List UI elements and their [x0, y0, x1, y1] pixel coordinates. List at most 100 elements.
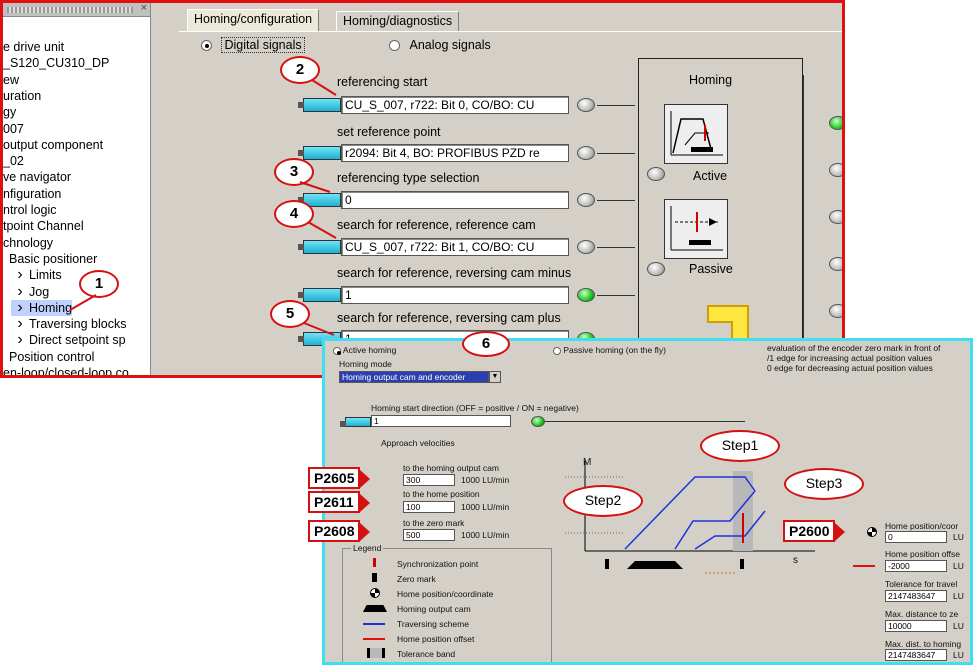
close-icon[interactable]: × — [140, 3, 147, 14]
tree-item[interactable]: 007 — [3, 121, 24, 137]
tree-item-label: _02 — [3, 154, 24, 169]
referencing-type-field[interactable]: 0 — [341, 191, 569, 209]
output-led-5 — [829, 304, 842, 318]
tree-item[interactable]: output component — [3, 137, 103, 153]
p2608-tag: P2608 — [308, 520, 372, 542]
tree-item[interactable]: en-loop/closed-loop co — [3, 365, 129, 376]
vel-output-cam-field[interactable]: 300 — [403, 474, 455, 486]
tab-homing-diagnostics[interactable]: Homing/diagnostics — [336, 11, 460, 31]
homing-motion-diagram — [565, 461, 815, 574]
active-homing-option[interactable]: Active homing — [333, 345, 396, 355]
chevron-right-icon[interactable]: › — [17, 282, 23, 300]
tree-item[interactable]: Position control — [9, 349, 94, 365]
legend-output-cam: Homing output cam — [397, 604, 471, 614]
step3-bubble: Step3 — [784, 468, 864, 500]
tree-item[interactable]: ew — [3, 72, 19, 88]
tree-item[interactable]: gy — [3, 104, 16, 120]
config-panel: Homing/configuration Homing/diagnostics … — [161, 3, 842, 375]
active-led — [647, 167, 665, 181]
tree-item-label: 007 — [3, 121, 24, 136]
vel-home-position-field[interactable]: 100 — [403, 501, 455, 513]
tree-item[interactable]: ›Limits — [11, 266, 61, 284]
callout-3: 3 — [274, 158, 314, 186]
axis-s-label: s — [793, 555, 798, 566]
tree-item-label: en-loop/closed-loop co — [3, 366, 129, 376]
analog-radio[interactable] — [389, 40, 400, 52]
referencing-start-label: referencing start — [337, 75, 428, 89]
chevron-right-icon[interactable]: › — [17, 266, 23, 284]
tab-homing-configuration[interactable]: Homing/configuration — [187, 9, 320, 32]
analog-signals-option[interactable]: Analog signals — [389, 38, 491, 52]
tree-item[interactable]: ›Traversing blocks — [11, 315, 126, 333]
set-reference-point-led — [577, 146, 595, 160]
tree-item[interactable]: Basic positioner — [9, 251, 97, 267]
legend-box: Legend Synchronization point Zero mark H… — [342, 543, 552, 662]
chevron-right-icon[interactable]: › — [17, 315, 23, 333]
tree-item-label: Position control — [9, 349, 95, 364]
tree-item[interactable]: › Homing — [11, 298, 73, 316]
step2-bubble: Step2 — [563, 485, 643, 517]
digital-radio[interactable] — [201, 40, 212, 52]
reference-cam-label: search for reference, reference cam — [337, 218, 536, 232]
chevron-right-icon[interactable]: › — [17, 331, 23, 349]
offset-icon — [363, 638, 385, 640]
active-homing-graphic[interactable] — [664, 104, 728, 164]
connector-reversing-cam-minus[interactable] — [298, 288, 341, 302]
tree-item-label: ew — [3, 72, 19, 87]
max-distance-zero-label: Max. distance to ze — [885, 609, 959, 619]
tree-item[interactable]: › Jog — [11, 282, 50, 300]
connector-set-reference-point[interactable] — [298, 146, 341, 160]
digital-signals-option[interactable]: Digital signals — [201, 37, 305, 53]
tree-item[interactable]: _S120_CU310_DP — [3, 55, 109, 71]
callout-6: 6 — [462, 331, 510, 357]
vel-zero-mark-unit: 1000 LU/min — [461, 530, 510, 540]
start-direction-field[interactable]: 1 — [371, 415, 511, 427]
tree-item[interactable]: uration — [3, 88, 41, 104]
passive-homing-option[interactable]: Passive homing (on the fly) — [553, 345, 666, 355]
max-distance-homing-unit: LU — [953, 650, 964, 660]
tree-item[interactable]: ›Direct setpoint sp — [11, 331, 125, 349]
max-distance-zero-field[interactable]: 10000 — [885, 620, 947, 632]
referencing-start-field[interactable]: CU_S_007, r722: Bit 0, CO/BO: CU — [341, 96, 569, 114]
output-led-4 — [829, 257, 842, 271]
chevron-right-icon[interactable]: › — [17, 298, 23, 316]
axis-m-label: M — [583, 457, 592, 468]
homing-detail-window: Active homing Passive homing (on the fly… — [322, 338, 973, 665]
connector-referencing-start[interactable] — [298, 98, 341, 112]
home-offset-field[interactable]: -2000 — [885, 560, 947, 572]
callout-2: 2 — [280, 56, 320, 84]
set-reference-point-field[interactable]: r2094: Bit 4, BO: PROFIBUS PZD re — [341, 144, 569, 162]
passive-homing-graphic[interactable] — [664, 199, 728, 259]
passive-label: Passive — [689, 262, 733, 276]
start-direction-led — [531, 416, 545, 427]
tree-item[interactable]: nfiguration — [3, 186, 61, 202]
tree-item[interactable]: e drive unit — [3, 39, 64, 55]
vel-output-cam-label: to the homing output cam — [403, 463, 499, 473]
home-position-field[interactable]: 0 — [885, 531, 947, 543]
connector-reference-cam[interactable] — [298, 240, 341, 254]
callout-4: 4 — [274, 200, 314, 228]
reference-cam-field[interactable]: CU_S_007, r722: Bit 1, CO/BO: CU — [341, 238, 569, 256]
tree-item[interactable]: chnology — [3, 235, 53, 251]
tree-item[interactable]: ntrol logic — [3, 202, 57, 218]
tree-item[interactable]: _02 — [3, 153, 24, 169]
output-led-3 — [829, 210, 842, 224]
max-distance-homing-field[interactable]: 2147483647 — [885, 649, 947, 661]
eval-line-2: /1 edge for increasing actual position v… — [767, 353, 933, 363]
tree-item[interactable]: tpoint Channel — [3, 218, 84, 234]
digital-signals-label: Digital signals — [221, 37, 305, 53]
chevron-down-icon[interactable]: ▼ — [489, 371, 501, 383]
max-distance-zero-unit: LU — [953, 621, 964, 631]
tree-item[interactable]: ve navigator — [3, 169, 71, 185]
reversing-cam-minus-field[interactable]: 1 — [341, 286, 569, 304]
tree-item-label: ve navigator — [3, 170, 72, 185]
callout-5: 5 — [270, 300, 310, 328]
vel-zero-mark-field[interactable]: 500 — [403, 529, 455, 541]
tree-item-label: Homing — [29, 300, 73, 315]
vel-output-cam-unit: 1000 LU/min — [461, 475, 510, 485]
homing-mode-select[interactable]: Homing output cam and encoder — [339, 371, 489, 383]
legend-traversing: Traversing scheme — [397, 619, 469, 629]
tree-item-label: Jog — [29, 284, 50, 299]
tolerance-field[interactable]: 2147483647 — [885, 590, 947, 602]
connector-start-direction[interactable] — [340, 417, 371, 427]
